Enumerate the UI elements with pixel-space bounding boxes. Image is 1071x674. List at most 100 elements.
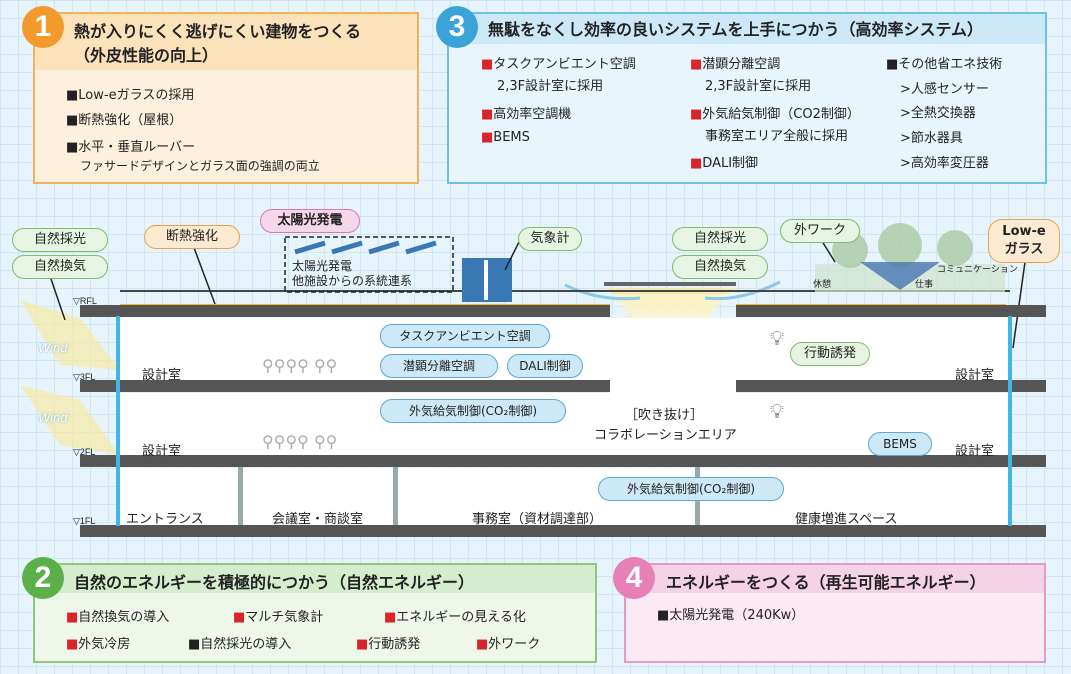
eff-other-water: >節水器具 (900, 131, 963, 146)
eff-item-latent-note: 2,3F設計室に採用 (705, 79, 812, 94)
eff-item-bems: BEMS (481, 130, 530, 145)
solar-panel-2 (331, 240, 363, 255)
atrium-skylight (604, 282, 736, 286)
partition-2 (393, 467, 398, 525)
slab-roof-right (736, 305, 1046, 317)
slab-3f-right (736, 380, 1046, 392)
envelope-item-louver: 水平・垂直ルーバー (66, 136, 195, 155)
room-design-3f-right: 設計室 (955, 368, 995, 383)
floor-level-1fl: ▽1FL (73, 516, 96, 526)
panel-renewable-header (626, 565, 1044, 593)
panel-efficiency-header (449, 14, 1045, 44)
renewable-item-solar: 太陽光発電（240Kw） (657, 604, 804, 623)
floor-level-rfl: ▽RFL (73, 296, 97, 306)
tree-2 (878, 223, 922, 267)
room-design-3f-left: 設計室 (142, 368, 182, 383)
eff-item-dali: DALI制御 (690, 152, 758, 171)
bubble-oa-control-2f: 外気給気制御(CO₂制御) (380, 399, 566, 423)
slab-3f (80, 380, 610, 392)
eff-item-task-ambient-note: 2,3F設計室に採用 (497, 79, 604, 94)
label-outwork: 外ワーク (780, 219, 860, 243)
roof-wing-right (704, 280, 781, 301)
people-icon-3f: ⚲⚲⚲⚲ ⚲⚲ (262, 356, 338, 375)
panel-natural-energy-title: 自然のエネルギーを積極的につかう（自然エネルギー） (74, 573, 475, 592)
room-meeting: 会議室・商談室 (272, 512, 364, 527)
eff-item-oa-control-note: 事務室エリア全般に採用 (705, 129, 849, 144)
floor-level-3fl: ▽3FL (73, 372, 96, 382)
lightbulb-icon-2f: 💡︎ (770, 399, 784, 423)
envelope-item-louver-note: ファサードデザインとガラス面の強調の両立 (80, 159, 320, 173)
eff-other-transformer: >高効率変圧器 (900, 156, 989, 171)
label-insulation: 断熱強化 (144, 225, 240, 249)
bubble-oa-control-1f: 外気給気制御(CO₂制御) (598, 477, 784, 501)
natural-item-daylight: 自然採光の導入 (188, 633, 291, 652)
label-solar: 太陽光発電 (260, 209, 360, 233)
natural-item-behavior: 行動誘発 (356, 633, 420, 652)
panel-natural-energy-number: 2 (22, 557, 64, 599)
lightbulb-icon-3f: 💡︎ (770, 326, 784, 350)
solar-panel-4 (405, 240, 437, 255)
roof-wing-left (564, 283, 641, 301)
panel-envelope-title: 熱が入りにくく逃げにくい建物をつくる (74, 22, 362, 41)
solar-note-line-1: 太陽光発電 (292, 259, 353, 273)
slab-2f (80, 455, 1046, 467)
panel-envelope-header (35, 14, 417, 70)
floor-level-2fl: ▽2FL (73, 447, 96, 457)
interior-2f (120, 393, 1010, 455)
bubble-task-ambient: タスクアンビエント空調 (380, 324, 550, 348)
panel-efficiency-title: 無駄をなくし効率の良いシステムを上手につかう（高効率システム） (488, 20, 984, 39)
solar-panel-3 (368, 240, 400, 255)
natural-item-oa-cooling: 外気冷房 (66, 633, 130, 652)
panel-renewable-title: エネルギーをつくる（再生可能エネルギー） (666, 573, 986, 592)
label-lowe-line1: Low-e (1002, 224, 1046, 239)
solar-note-box (284, 236, 454, 293)
panel-efficiency-number: 3 (436, 6, 478, 48)
eff-item-high-eff-ac: 高効率空調機 (481, 103, 571, 122)
panel-envelope-subtitle: （外皮性能の向上） (74, 46, 219, 65)
bubble-latent-sensible: 潜顕分離空調 (380, 354, 498, 378)
slab-1f (80, 525, 1046, 537)
tree-3 (937, 230, 973, 266)
natural-item-outwork: 外ワーク (476, 633, 540, 652)
bubble-bems: BEMS (868, 432, 932, 456)
callout-weather (504, 239, 521, 271)
callout-vent-left (49, 275, 66, 321)
interior-1f (120, 468, 1010, 525)
room-atrium-subtitle: コラボレーションエリア (594, 428, 737, 443)
label-lowe-glass: Low-e ガラス (988, 219, 1060, 263)
panel-envelope-number: 1 (22, 6, 64, 48)
label-work: 仕事 (915, 280, 934, 290)
panel-natural-energy-header (35, 565, 595, 593)
bubble-behavior: 行動誘発 (790, 342, 870, 366)
wind-label-2f: Wind (38, 410, 68, 425)
label-natural-vent-left: 自然換気 (12, 255, 108, 279)
eff-other-title: その他省エネ技術 (886, 53, 1002, 72)
label-natural-light-left: 自然採光 (12, 228, 108, 252)
facade-glass-left (116, 316, 120, 526)
natural-item-visualize: エネルギーの見える化 (384, 606, 526, 625)
label-lowe-line2: ガラス (1004, 242, 1044, 257)
label-natural-light-right: 自然採光 (672, 227, 768, 251)
natural-item-vent: 自然換気の導入 (66, 606, 169, 625)
envelope-item-lowe: Low-eガラスの採用 (66, 84, 194, 103)
atrium-void (610, 318, 736, 455)
room-design-2f-right: 設計室 (955, 444, 995, 459)
facade-glass-right (1008, 316, 1012, 526)
bubble-dali: DALI制御 (507, 354, 583, 378)
eff-other-hrv: >全熱交換器 (900, 106, 976, 121)
label-weather-station: 気象計 (518, 227, 582, 251)
wind-wedge-3f (20, 300, 120, 370)
label-communication: コミュニケーション (937, 265, 1018, 275)
weather-mast (484, 260, 488, 300)
eff-item-task-ambient: タスクアンビエント空調 (481, 53, 635, 72)
solar-note-line-2: 他施設からの系統連系 (292, 274, 413, 288)
eff-item-latent: 潜顕分離空調 (690, 53, 780, 72)
slab-roof (80, 305, 610, 317)
natural-item-weather: マルチ気象計 (233, 606, 323, 625)
eff-other-sensor: >人感センサー (900, 82, 989, 97)
eff-item-oa-control: 外気給気制御（CO2制御） (690, 103, 860, 122)
people-icon-2f: ⚲⚲⚲⚲ ⚲⚲ (262, 432, 338, 451)
label-natural-vent-right: 自然換気 (672, 255, 768, 279)
room-entrance: エントランス (126, 512, 204, 527)
wind-label-3f: Wind (38, 340, 68, 355)
